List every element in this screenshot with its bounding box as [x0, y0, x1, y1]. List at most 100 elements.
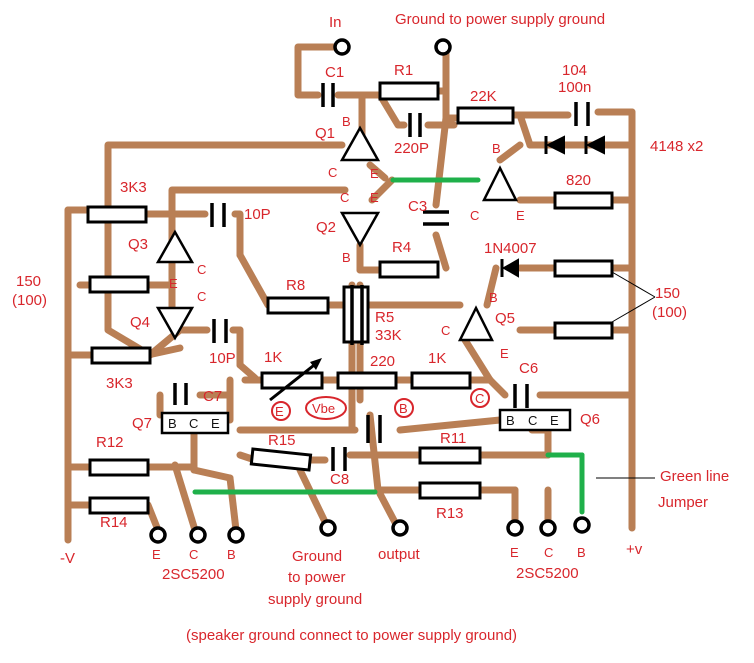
terminal-e-left — [149, 526, 167, 544]
terminal-e-right — [506, 519, 524, 537]
label-q5: Q5 — [495, 310, 515, 327]
transistor-q4 — [155, 306, 195, 341]
pin-right-b: B — [577, 545, 586, 560]
resistor-150-right-bottom — [553, 321, 614, 340]
label-1k-left: 1K — [264, 349, 282, 366]
pin-driver-b: B — [492, 141, 501, 156]
pin-driver-c: C — [470, 208, 479, 223]
label-150-left: 150 — [16, 273, 41, 290]
terminal-b-right — [573, 516, 591, 534]
pin-q6-c: C — [528, 413, 537, 428]
resistor-22k — [456, 106, 515, 125]
label-22k: 22K — [470, 88, 497, 105]
pin-q3-e: E — [169, 276, 178, 291]
resistor-r13 — [418, 481, 482, 500]
label-1k-right: 1K — [428, 350, 446, 367]
pin-markers — [271, 388, 490, 421]
marker-b-text: B — [399, 401, 408, 416]
pin-left-e: E — [152, 547, 161, 562]
pin-q7-c: C — [189, 416, 198, 431]
pin-q6-b: B — [506, 413, 515, 428]
label-220: 220 — [370, 353, 395, 370]
label-3k3-top: 3K3 — [120, 179, 147, 196]
resistor-3k3-bottom — [90, 346, 152, 365]
pin-q1-e: E — [370, 166, 379, 181]
ground-terminal-top — [434, 38, 452, 56]
label-820: 820 — [566, 172, 591, 189]
label-2sc5200-right: 2SC5200 — [516, 565, 579, 582]
label-minus-v: -V — [60, 550, 75, 567]
pin-left-c: C — [189, 547, 198, 562]
marker-c-text: C — [475, 391, 484, 406]
ground-terminal-bottom — [319, 519, 337, 537]
resistors — [86, 81, 614, 515]
transistor-q1 — [339, 125, 381, 162]
label-r11: R11 — [440, 430, 466, 447]
transistor-q7 — [160, 411, 230, 435]
labels: In Ground to power supply ground C1 R1 2… — [12, 11, 729, 644]
transistor-q6 — [498, 408, 572, 432]
diode-4148-a — [544, 135, 565, 155]
capacitor-104 — [574, 102, 590, 126]
transistor-q3 — [155, 229, 195, 264]
resistor-r4 — [378, 260, 440, 279]
resistor-3k3-top — [86, 205, 148, 224]
capacitor-220p — [408, 113, 422, 137]
label-10p-top: 10P — [244, 206, 271, 223]
pin-q1-c: C — [328, 165, 337, 180]
label-output: output — [378, 546, 421, 563]
resistor-1k-right — [410, 371, 472, 390]
resistor-r12 — [88, 458, 150, 477]
label-plus-v: +v — [626, 541, 643, 558]
pin-q7-e: E — [211, 416, 220, 431]
label-r13: R13 — [436, 505, 464, 522]
label-c3: C3 — [408, 198, 427, 215]
capacitor-c7 — [173, 383, 188, 405]
label-green-line: Green line — [660, 468, 729, 485]
pin-q2-b: B — [342, 250, 351, 265]
pin-q2-c: C — [340, 190, 349, 205]
pin-q3-c: C — [197, 262, 206, 277]
resistor-1k-left — [260, 371, 324, 390]
label-33k: 33K — [375, 327, 402, 344]
capacitor-c1 — [321, 83, 335, 107]
label-jumper: Jumper — [658, 494, 708, 511]
label-c8: C8 — [330, 471, 349, 488]
capacitor-10p-bottom — [212, 319, 228, 343]
resistor-r11 — [418, 446, 482, 465]
diode-4148-b — [584, 135, 605, 155]
label-ground-bottom-1: Ground — [292, 548, 342, 565]
label-q4: Q4 — [130, 314, 150, 331]
label-r15: R15 — [268, 432, 296, 449]
callout-lines — [596, 271, 656, 479]
label-1n4007: 1N4007 — [484, 240, 537, 257]
output-terminal — [391, 519, 409, 537]
resistor-r14 — [88, 496, 150, 515]
pin-driver-e: E — [516, 208, 525, 223]
resistor-820 — [553, 191, 614, 210]
transistor-q5 — [457, 305, 495, 342]
pin-q7-b: B — [168, 416, 177, 431]
label-in: In — [329, 14, 342, 31]
label-q1: Q1 — [315, 125, 335, 142]
terminal-c-left — [189, 526, 207, 544]
resistor-r8 — [266, 296, 330, 315]
label-100-left: (100) — [12, 292, 47, 309]
resistor-r5 — [342, 285, 370, 344]
pin-q1-b: B — [342, 114, 351, 129]
resistor-220 — [336, 371, 398, 390]
label-q2: Q2 — [316, 219, 336, 236]
label-q7: Q7 — [132, 415, 152, 432]
resistor-r1 — [378, 81, 440, 101]
diode-1n4007 — [500, 258, 519, 278]
marker-c — [470, 388, 490, 408]
pin-q6-e: E — [550, 413, 559, 428]
label-c1: C1 — [325, 64, 344, 81]
pin-right-c: C — [544, 545, 553, 560]
marker-b — [394, 398, 414, 418]
resistor-150-right-top — [553, 259, 614, 278]
label-4148: 4148 x2 — [650, 138, 703, 155]
pin-q2-e: E — [370, 190, 379, 205]
label-10p-bottom: 10P — [209, 350, 236, 367]
